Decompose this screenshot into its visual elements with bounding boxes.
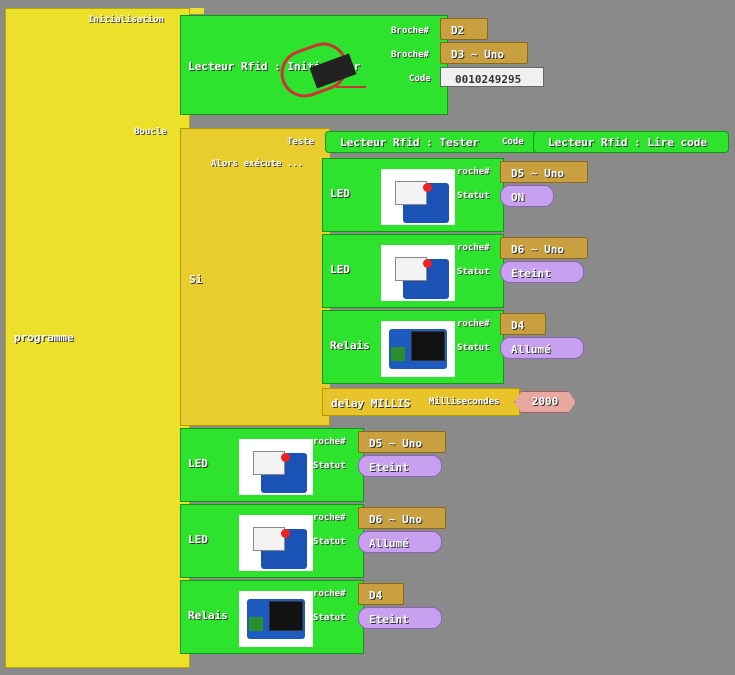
rfid-init-block[interactable]: Lecteur Rfid : Initialiser Broche# Broch… (180, 15, 448, 115)
statut-label: Statut (457, 343, 490, 353)
pin-value[interactable]: D5 ~ Uno (358, 431, 446, 453)
rfid-broche1-value[interactable]: D2 (440, 18, 488, 40)
if-block[interactable]: Si Teste Alors exécute ... (180, 128, 330, 426)
if-label: Si (189, 273, 203, 286)
rfid-broche1-label: Broche# (391, 26, 429, 36)
broche-label: roche# (457, 167, 490, 177)
state-value[interactable]: Eteint (500, 261, 584, 283)
broche-label: roche# (313, 437, 346, 447)
delay-block[interactable]: delay MILLIS Millisecondes (322, 388, 520, 416)
led-block[interactable]: LED roche# Statut (180, 428, 364, 502)
rfid-broche2-value[interactable]: D3 ~ Uno (440, 42, 528, 64)
pin-value[interactable]: D4 (358, 583, 404, 605)
if-test-label: Teste (287, 137, 315, 147)
pin-value[interactable]: D4 (500, 313, 546, 335)
pin-value[interactable]: D6 ~ Uno (358, 507, 446, 529)
init-notch (190, 8, 204, 14)
loop-label: Boucle (134, 127, 167, 137)
if-then-label: Alors exécute ... (211, 159, 304, 169)
statut-label: Statut (313, 461, 346, 471)
rfid-broche2-label: Broche# (391, 50, 429, 60)
statut-label: Statut (457, 191, 490, 201)
state-value[interactable]: ON (500, 185, 554, 207)
delay-label: delay MILLIS (331, 397, 411, 410)
broche-label: roche# (313, 513, 346, 523)
program-label: programme (14, 331, 74, 344)
pin-value[interactable]: D6 ~ Uno (500, 237, 588, 259)
block-title: LED (330, 187, 350, 200)
block-title: LED (330, 263, 350, 276)
led-block[interactable]: LED roche# Statut (322, 158, 504, 232)
block-title: LED (188, 457, 208, 470)
rfid-read-code-label: Lecteur Rfid : Lire code (548, 136, 707, 149)
block-title: LED (188, 533, 208, 546)
state-value[interactable]: Allumé (500, 337, 584, 359)
rfid-tester-block[interactable]: Lecteur Rfid : Tester Code (325, 131, 537, 153)
state-value[interactable]: Eteint (358, 607, 442, 629)
relay-module-image (239, 591, 313, 647)
delay-ms-value[interactable]: 2000 (514, 391, 576, 413)
led-module-image (239, 515, 313, 571)
program-block[interactable]: programme Initialisation Boucle (5, 8, 190, 668)
relay-block[interactable]: Relais roche# Statut (322, 310, 504, 384)
rfid-reader-image (273, 35, 372, 105)
led-module-image (381, 169, 455, 225)
statut-label: Statut (313, 537, 346, 547)
broche-label: roche# (457, 243, 490, 253)
broche-label: roche# (457, 319, 490, 329)
led-block[interactable]: LED roche# Statut (322, 234, 504, 308)
statut-label: Statut (313, 613, 346, 623)
delay-ms-label: Millisecondes (429, 397, 500, 407)
relay-module-image (381, 321, 455, 377)
rfid-tester-code-label: Code (502, 137, 524, 147)
pin-value[interactable]: D5 ~ Uno (500, 161, 588, 183)
state-value[interactable]: Allumé (358, 531, 442, 553)
statut-label: Statut (457, 267, 490, 277)
rfid-code-label: Code (409, 74, 431, 84)
broche-label: roche# (313, 589, 346, 599)
block-title: Relais (188, 609, 228, 622)
led-module-image (381, 245, 455, 301)
relay-block[interactable]: Relais roche# Statut (180, 580, 364, 654)
init-label: Initialisation (88, 15, 164, 25)
rfid-code-input[interactable]: 0010249295 (440, 67, 544, 87)
state-value[interactable]: Eteint (358, 455, 442, 477)
led-module-image (239, 439, 313, 495)
led-block[interactable]: LED roche# Statut (180, 504, 364, 578)
block-title: Relais (330, 339, 370, 352)
rfid-read-code-block[interactable]: Lecteur Rfid : Lire code (533, 131, 729, 153)
rfid-tester-label: Lecteur Rfid : Tester (340, 136, 480, 149)
